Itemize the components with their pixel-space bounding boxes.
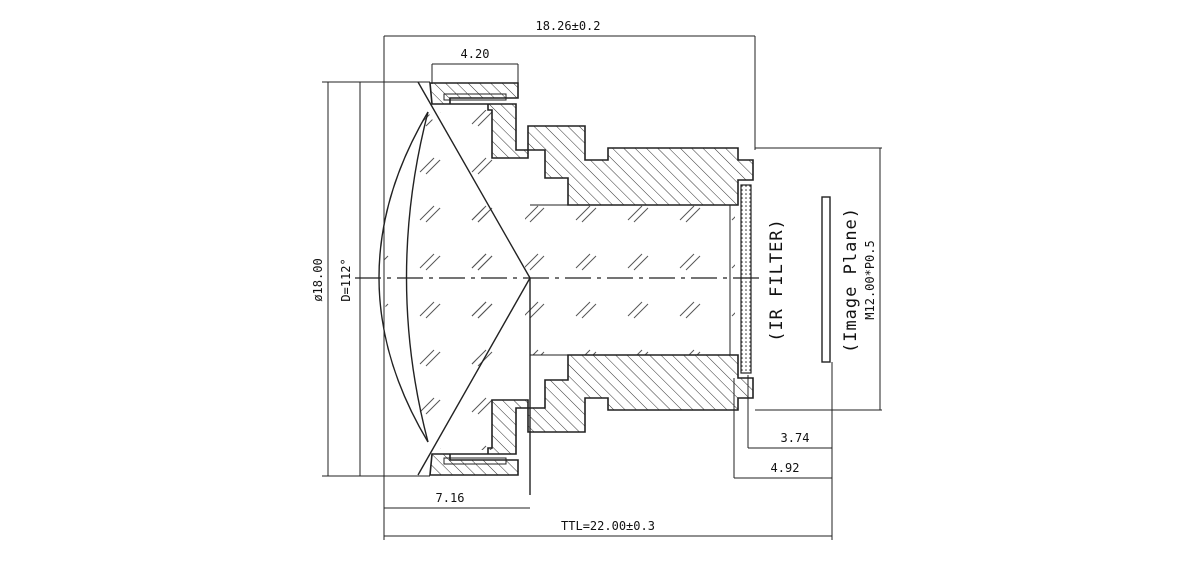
- dimension-back-focal: 3.74 4.92: [733, 362, 833, 540]
- thread-text: M12.00*P0.5: [863, 240, 877, 319]
- diameter-text: ø18.00: [311, 258, 325, 301]
- dimension-diameter: ø18.00: [311, 81, 430, 477]
- dimension-thread: M12.00*P0.5: [755, 147, 882, 411]
- dimension-overall-length: 18.26±0.2: [383, 19, 756, 540]
- ir-filter-plate: [740, 184, 752, 374]
- overall-length-text: 18.26±0.2: [535, 19, 600, 33]
- image-plane-label: (Image Plane): [841, 207, 861, 353]
- fov-text: D=112°: [339, 258, 353, 301]
- ir-filter-label: (IR FILTER): [767, 218, 787, 342]
- back-focal-2-text: 4.92: [771, 461, 800, 475]
- dimension-front-flange: 4.20: [431, 47, 519, 84]
- ttl-text: TTL=22.00±0.3: [561, 519, 655, 533]
- lens-depth-text: 7.16: [436, 491, 465, 505]
- image-plane-sensor: [821, 196, 831, 363]
- barrel-top: [429, 82, 754, 206]
- dimension-lens-depth: 7.16: [384, 491, 530, 509]
- barrel-bottom: [429, 354, 754, 476]
- retaining-rings: [443, 93, 568, 465]
- dimension-fov: D=112°: [339, 82, 361, 476]
- lens-glass: [384, 110, 735, 450]
- dimension-ttl: TTL=22.00±0.3: [384, 519, 832, 537]
- back-focal-1-text: 3.74: [781, 431, 810, 445]
- front-flange-text: 4.20: [461, 47, 490, 61]
